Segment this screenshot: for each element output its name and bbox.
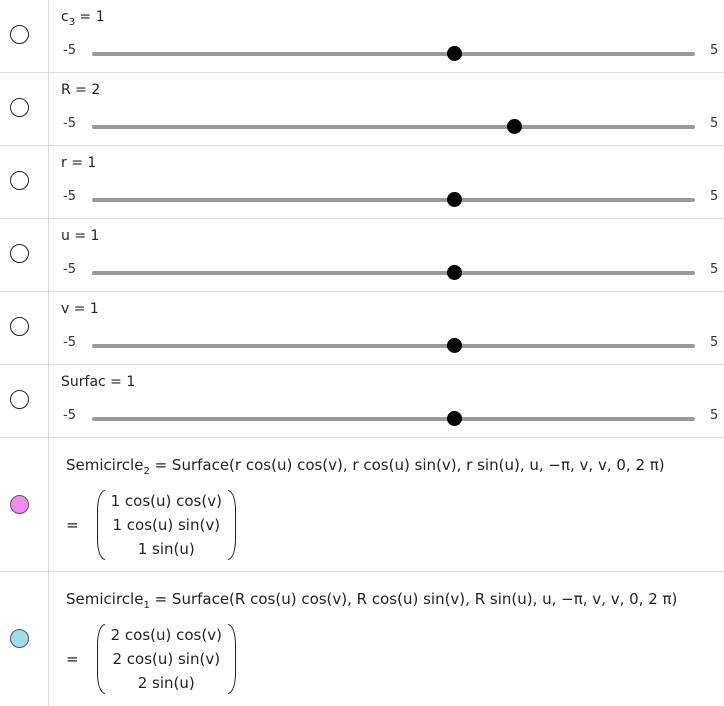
equals-sign: = xyxy=(66,650,79,668)
slider-thumb[interactable] xyxy=(446,46,462,61)
equals-sign: = xyxy=(66,516,79,534)
slider-track[interactable] xyxy=(92,119,695,134)
slider-label[interactable]: u = 1 xyxy=(61,228,100,244)
surface-row-semicircle1: Semicircle1 = Surface(R cos(u) cos(v), R… xyxy=(0,572,724,706)
slider-track[interactable] xyxy=(92,411,695,426)
vector-x: 1 cos(u) cos(v) xyxy=(110,492,222,510)
slider-thumb[interactable] xyxy=(446,192,462,207)
slider-max: 5 xyxy=(710,116,719,131)
left-paren xyxy=(96,490,105,560)
vector-z: 1 sin(u) xyxy=(137,540,195,558)
right-paren xyxy=(227,624,236,694)
vector-y: 1 cos(u) sin(v) xyxy=(112,516,221,534)
visibility-toggle[interactable] xyxy=(10,98,29,117)
visibility-toggle[interactable] xyxy=(10,244,29,263)
slider-track[interactable] xyxy=(92,338,695,353)
slider-label[interactable]: r = 1 xyxy=(61,155,97,171)
right-paren xyxy=(227,490,236,560)
visibility-toggle[interactable] xyxy=(10,171,29,190)
result-vector: 2 cos(u) cos(v) 2 cos(u) sin(v) 2 sin(u) xyxy=(105,623,228,695)
slider-min: -5 xyxy=(63,43,76,58)
slider-row-c3: c3 = 1 -5 5 xyxy=(0,0,724,73)
slider-row-r: r = 1 -5 5 xyxy=(0,146,724,219)
slider-max: 5 xyxy=(710,189,719,204)
slider-label[interactable]: Surfac = 1 xyxy=(61,374,136,390)
vector-x: 2 cos(u) cos(v) xyxy=(110,626,222,644)
slider-max: 5 xyxy=(710,262,719,277)
slider-min: -5 xyxy=(63,262,76,277)
visibility-toggle[interactable] xyxy=(10,629,29,648)
slider-label[interactable]: v = 1 xyxy=(61,301,99,317)
surface-definition[interactable]: Semicircle1 = Surface(R cos(u) cos(v), R… xyxy=(66,590,678,611)
slider-track[interactable] xyxy=(92,265,695,280)
visibility-toggle[interactable] xyxy=(10,25,29,44)
slider-thumb[interactable] xyxy=(446,265,462,280)
surface-row-semicircle2: Semicircle2 = Surface(r cos(u) cos(v), r… xyxy=(0,438,724,572)
slider-thumb[interactable] xyxy=(507,119,523,134)
slider-track[interactable] xyxy=(92,46,695,61)
vector-z: 2 sin(u) xyxy=(137,674,195,692)
slider-row-surfac: Surfac = 1 -5 5 xyxy=(0,365,724,438)
slider-thumb[interactable] xyxy=(446,338,462,353)
slider-label[interactable]: R = 2 xyxy=(61,82,101,98)
left-paren xyxy=(96,624,105,694)
slider-min: -5 xyxy=(63,189,76,204)
slider-min: -5 xyxy=(63,408,76,423)
slider-max: 5 xyxy=(710,43,719,58)
surface-result: = 1 cos(u) cos(v) 1 cos(u) sin(v) 1 sin(… xyxy=(66,488,236,562)
surface-definition[interactable]: Semicircle2 = Surface(r cos(u) cos(v), r… xyxy=(66,456,665,477)
slider-max: 5 xyxy=(710,335,719,350)
slider-row-v: v = 1 -5 5 xyxy=(0,292,724,365)
slider-label[interactable]: c3 = 1 xyxy=(61,9,105,28)
slider-min: -5 xyxy=(63,335,76,350)
slider-min: -5 xyxy=(63,116,76,131)
visibility-toggle[interactable] xyxy=(10,317,29,336)
slider-thumb[interactable] xyxy=(446,411,462,426)
slider-row-u: u = 1 -5 5 xyxy=(0,219,724,292)
slider-track[interactable] xyxy=(92,192,695,207)
slider-row-R: R = 2 -5 5 xyxy=(0,73,724,146)
result-vector: 1 cos(u) cos(v) 1 cos(u) sin(v) 1 sin(u) xyxy=(105,489,228,561)
visibility-toggle[interactable] xyxy=(10,495,29,514)
visibility-toggle[interactable] xyxy=(10,390,29,409)
surface-result: = 2 cos(u) cos(v) 2 cos(u) sin(v) 2 sin(… xyxy=(66,622,236,696)
slider-max: 5 xyxy=(710,408,719,423)
vector-y: 2 cos(u) sin(v) xyxy=(112,650,221,668)
